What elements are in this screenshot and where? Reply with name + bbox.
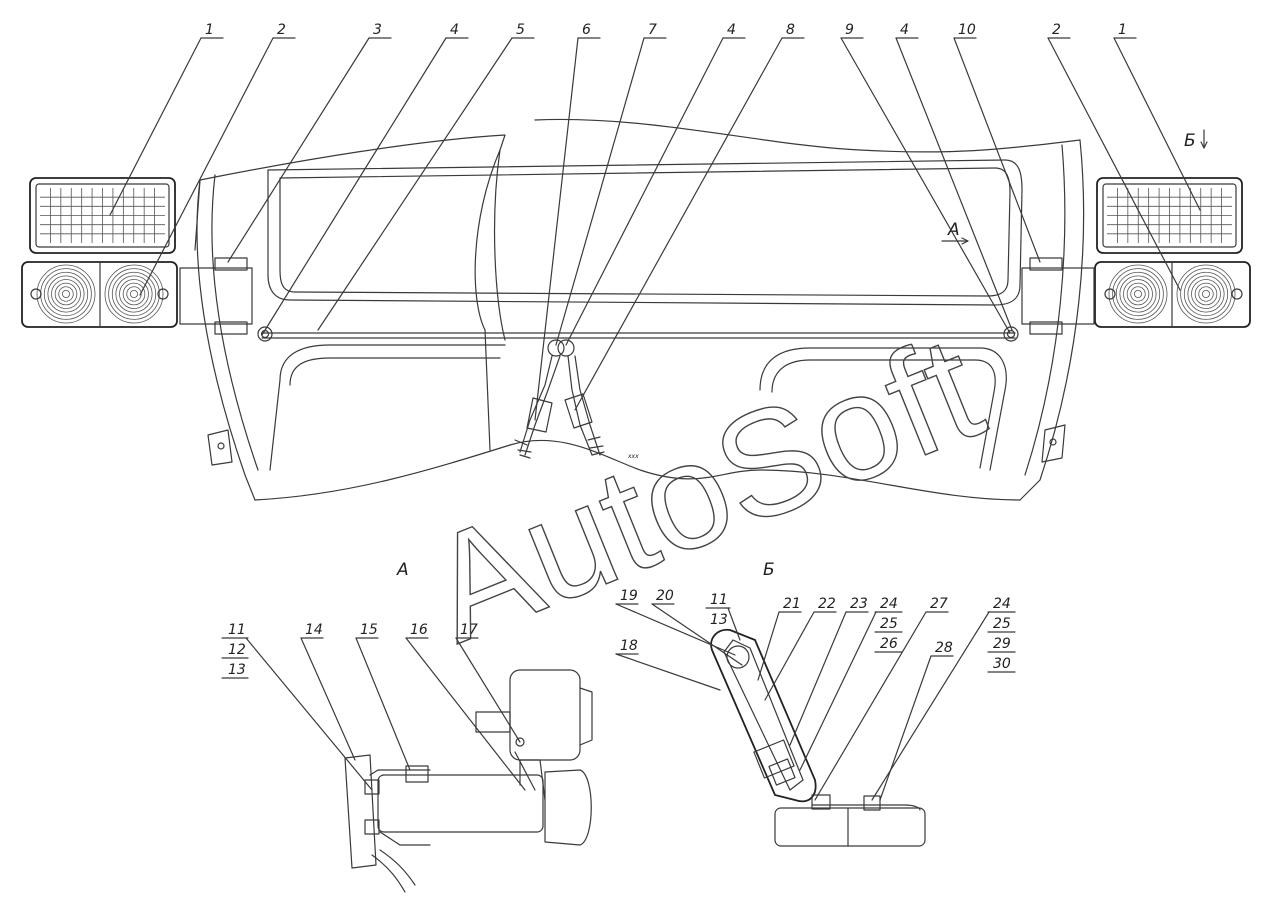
callout-a-15: 15 xyxy=(360,622,378,638)
callout-top-1: 1 xyxy=(205,22,214,38)
callout-top-8: 4 xyxy=(727,22,736,38)
callout-b-22: 22 xyxy=(818,596,836,612)
right-tail-lamp xyxy=(1094,261,1251,328)
callout-b-18: 18 xyxy=(620,638,638,654)
left-lamp-bracket xyxy=(179,257,273,342)
callout-top-6: 6 xyxy=(582,22,591,38)
view-a-title: A xyxy=(396,560,409,580)
callout-top-14: 1 xyxy=(1118,22,1127,38)
callout-b-28: 28 xyxy=(935,640,953,656)
view-b-detail xyxy=(710,628,926,847)
view-b-callouts: 19 20 11 13 21 22 23 24 25 26 27 24 25 29 30 18 28 xyxy=(615,588,1016,801)
callout-b-stack2-30: 30 xyxy=(993,656,1011,672)
callout-top-13: 2 xyxy=(1052,22,1061,38)
callout-b-stack1-25: 25 xyxy=(880,616,898,632)
callout-top-3: 3 xyxy=(373,22,382,38)
wire-harness-connectors xyxy=(514,339,605,459)
callout-b-11: 11 xyxy=(710,592,728,608)
callout-a-16: 16 xyxy=(410,622,428,638)
callout-b-stack1-26: 26 xyxy=(880,636,898,652)
view-b-arrow: Б xyxy=(1184,129,1208,151)
right-work-lamp xyxy=(1096,177,1243,254)
view-a-arrow: А xyxy=(941,220,969,245)
callout-b-stack2-24: 24 xyxy=(993,596,1011,612)
view-a-callouts: 11 12 13 14 15 16 17 xyxy=(221,622,526,791)
callout-top-2: 2 xyxy=(277,22,286,38)
callout-a-11: 11 xyxy=(228,622,246,638)
left-tail-lamp xyxy=(21,261,178,328)
callout-top-12: 10 xyxy=(958,22,976,38)
view-b-title: Б xyxy=(763,560,775,580)
callout-a-13: 13 xyxy=(228,662,246,678)
callout-top-9: 8 xyxy=(786,22,795,38)
view-a-arrow-label: А xyxy=(947,220,960,240)
callout-b-21: 21 xyxy=(783,596,801,612)
callout-b-23: 23 xyxy=(850,596,868,612)
callout-a-17: 17 xyxy=(460,622,478,638)
callout-b-27: 27 xyxy=(930,596,948,612)
view-a-detail xyxy=(344,669,593,893)
callout-b-stack2-25: 25 xyxy=(993,616,1011,632)
part-marking: xxx xyxy=(627,453,639,460)
callout-top-7: 7 xyxy=(648,22,657,38)
callout-b-stack2-29: 29 xyxy=(993,636,1011,652)
callout-b-19: 19 xyxy=(620,588,638,604)
cab-body xyxy=(194,118,1085,501)
right-lamp-bracket xyxy=(1003,257,1095,342)
callout-top-10: 9 xyxy=(845,22,854,38)
callout-a-14: 14 xyxy=(305,622,323,638)
callout-b-stack1-24: 24 xyxy=(880,596,898,612)
callout-a-12: 12 xyxy=(228,642,246,658)
callout-leaders: 1 2 3 4 5 6 7 4 8 9 4 10 2 1 xyxy=(109,22,1201,421)
callout-b-13: 13 xyxy=(710,612,728,628)
view-b-arrow-label: Б xyxy=(1184,131,1196,151)
callout-top-11: 4 xyxy=(900,22,909,38)
left-work-lamp xyxy=(29,177,176,254)
callout-top-4: 4 xyxy=(450,22,459,38)
callout-top-5: 5 xyxy=(516,22,525,38)
callout-b-20: 20 xyxy=(656,588,674,604)
